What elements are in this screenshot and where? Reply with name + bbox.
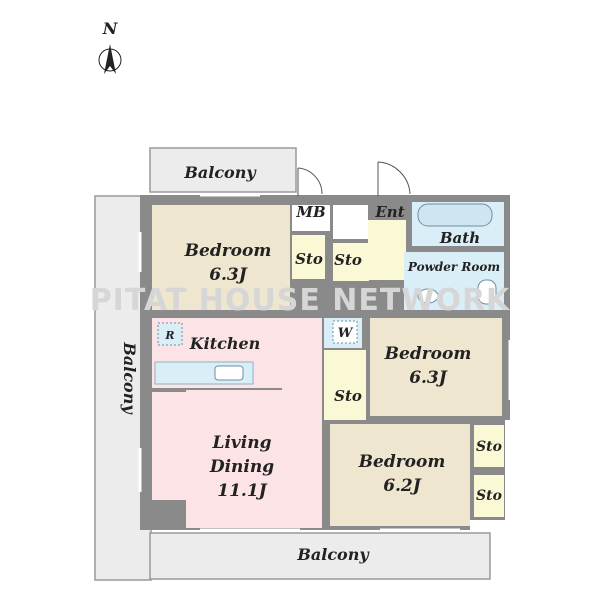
bedroom-se-size: 6.2J xyxy=(383,476,422,496)
ent-label: Ent xyxy=(374,203,404,221)
storage-2 xyxy=(333,243,369,281)
kitchen-sink xyxy=(214,365,244,381)
bedroom-e-name: Bedroom xyxy=(384,344,472,364)
basin xyxy=(417,288,439,304)
sto-3-label: Sto xyxy=(334,387,362,405)
balcony-left-label: Balcony xyxy=(120,341,139,415)
balcony-bottom-label: Balcony xyxy=(296,545,370,564)
entrance-hall xyxy=(368,220,406,280)
r-label: R xyxy=(164,329,174,342)
bath-label: Bath xyxy=(439,229,480,247)
fridge-box xyxy=(157,322,183,346)
sto-4-label: Sto xyxy=(476,439,502,455)
entrance-area xyxy=(333,205,368,239)
door-entrance xyxy=(377,161,411,196)
balcony-top-area xyxy=(149,147,297,193)
door-mb xyxy=(297,167,323,196)
bathtub xyxy=(417,203,493,227)
toilet xyxy=(477,279,497,305)
living-line1: Living xyxy=(212,433,272,453)
living-size: 11.1J xyxy=(217,481,267,501)
north-arrow-icon xyxy=(98,44,122,74)
bedroom-nw-floor xyxy=(152,205,290,310)
sto-2-label: Sto xyxy=(334,251,362,269)
north-label: N xyxy=(102,19,119,38)
storage-1 xyxy=(292,235,325,279)
storage-5 xyxy=(474,475,504,517)
living-dining-floor xyxy=(186,318,322,528)
bedroom-se-floor xyxy=(330,424,470,526)
balcony-top-label: Balcony xyxy=(183,163,257,182)
washer-box xyxy=(332,320,358,344)
mb-area xyxy=(292,205,330,231)
living-dining-floor-2 xyxy=(152,392,192,500)
balcony-bottom-area xyxy=(149,532,491,580)
bedroom-e-floor xyxy=(370,318,502,416)
living-line2: Dining xyxy=(209,457,274,477)
w-label: W xyxy=(338,326,354,341)
mb-label: MB xyxy=(295,203,325,221)
sto-1-label: Sto xyxy=(295,250,323,268)
bedroom-e-size: 6.3J xyxy=(409,368,448,388)
bedroom-nw-size: 6.3J xyxy=(209,265,248,285)
watermark: PITAT HOUSE NETWORK xyxy=(90,283,511,318)
bedroom-se-name: Bedroom xyxy=(358,452,446,472)
bedroom-nw-name: Bedroom xyxy=(184,241,272,261)
sto-5-label: Sto xyxy=(476,488,502,504)
powder-room-label: Powder Room xyxy=(407,260,500,274)
storage-4 xyxy=(474,425,504,467)
storage-3 xyxy=(330,372,364,416)
kitchen-label: Kitchen xyxy=(189,334,261,353)
